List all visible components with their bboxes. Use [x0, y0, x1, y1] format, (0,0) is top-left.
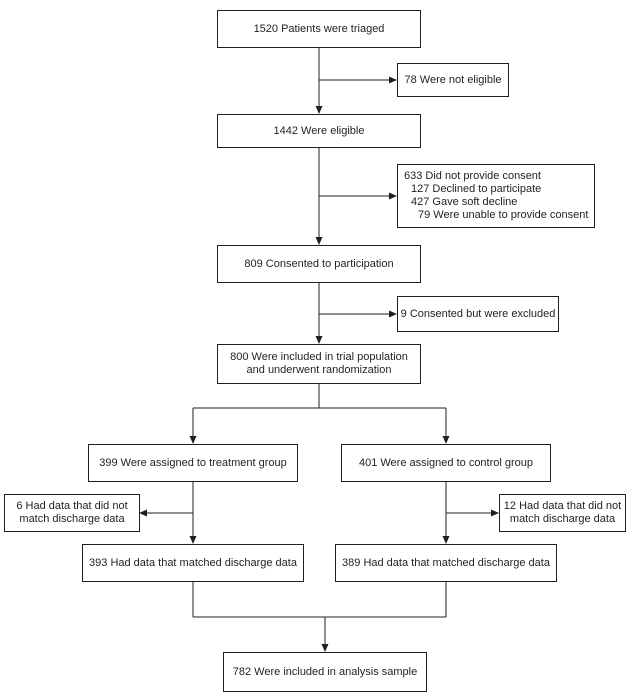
- analysis-text: 782 Were included in analysis sample: [232, 665, 418, 678]
- randomized-line-2: and underwent randomization: [246, 364, 392, 376]
- treatment-text: 399 Were assigned to treatment group: [99, 456, 287, 469]
- no-consent-title: 633 Did not provide consent: [404, 170, 541, 182]
- no-consent-declined: 127 Declined to participate: [411, 183, 542, 195]
- control-text: 401 Were assigned to control group: [358, 456, 534, 469]
- treatment-mismatch-line-1: 6 Had data that did not: [16, 500, 128, 512]
- box-randomized: 800 Were included in trial population an…: [217, 344, 421, 384]
- excluded-text: 9 Consented but were excluded: [400, 307, 556, 320]
- box-control-matched: 389 Had data that matched discharge data: [335, 544, 557, 582]
- box-control-mismatch: 12 Had data that did not match discharge…: [499, 494, 626, 532]
- control-matched-text: 389 Had data that matched discharge data: [342, 556, 550, 569]
- not-eligible-text: 78 Were not eligible: [404, 73, 502, 86]
- box-treatment: 399 Were assigned to treatment group: [88, 444, 298, 482]
- control-mismatch-line-1: 12 Had data that did not: [503, 500, 622, 512]
- consented-text: 809 Consented to participation: [244, 257, 394, 270]
- box-control: 401 Were assigned to control group: [341, 444, 551, 482]
- no-consent-unable: 79 Were unable to provide consent: [418, 209, 589, 221]
- box-consented: 809 Consented to participation: [217, 245, 421, 283]
- treatment-matched-text: 393 Had data that matched discharge data: [89, 556, 297, 569]
- box-analysis: 782 Were included in analysis sample: [223, 652, 427, 692]
- box-triaged: 1520 Patients were triaged: [217, 10, 421, 48]
- control-mismatch-line-2: match discharge data: [509, 513, 616, 525]
- box-no-consent: 633 Did not provide consent 127 Declined…: [397, 164, 595, 228]
- no-consent-soft-decline: 427 Gave soft decline: [411, 196, 518, 208]
- box-eligible: 1442 Were eligible: [217, 114, 421, 148]
- treatment-mismatch-line-2: match discharge data: [19, 513, 125, 525]
- box-excluded: 9 Consented but were excluded: [397, 296, 559, 332]
- box-not-eligible: 78 Were not eligible: [397, 63, 509, 97]
- box-treatment-matched: 393 Had data that matched discharge data: [82, 544, 304, 582]
- randomized-line-1: 800 Were included in trial population: [230, 351, 408, 363]
- eligible-text: 1442 Were eligible: [273, 124, 365, 137]
- box-treatment-mismatch: 6 Had data that did not match discharge …: [4, 494, 140, 532]
- triaged-text: 1520 Patients were triaged: [253, 22, 385, 35]
